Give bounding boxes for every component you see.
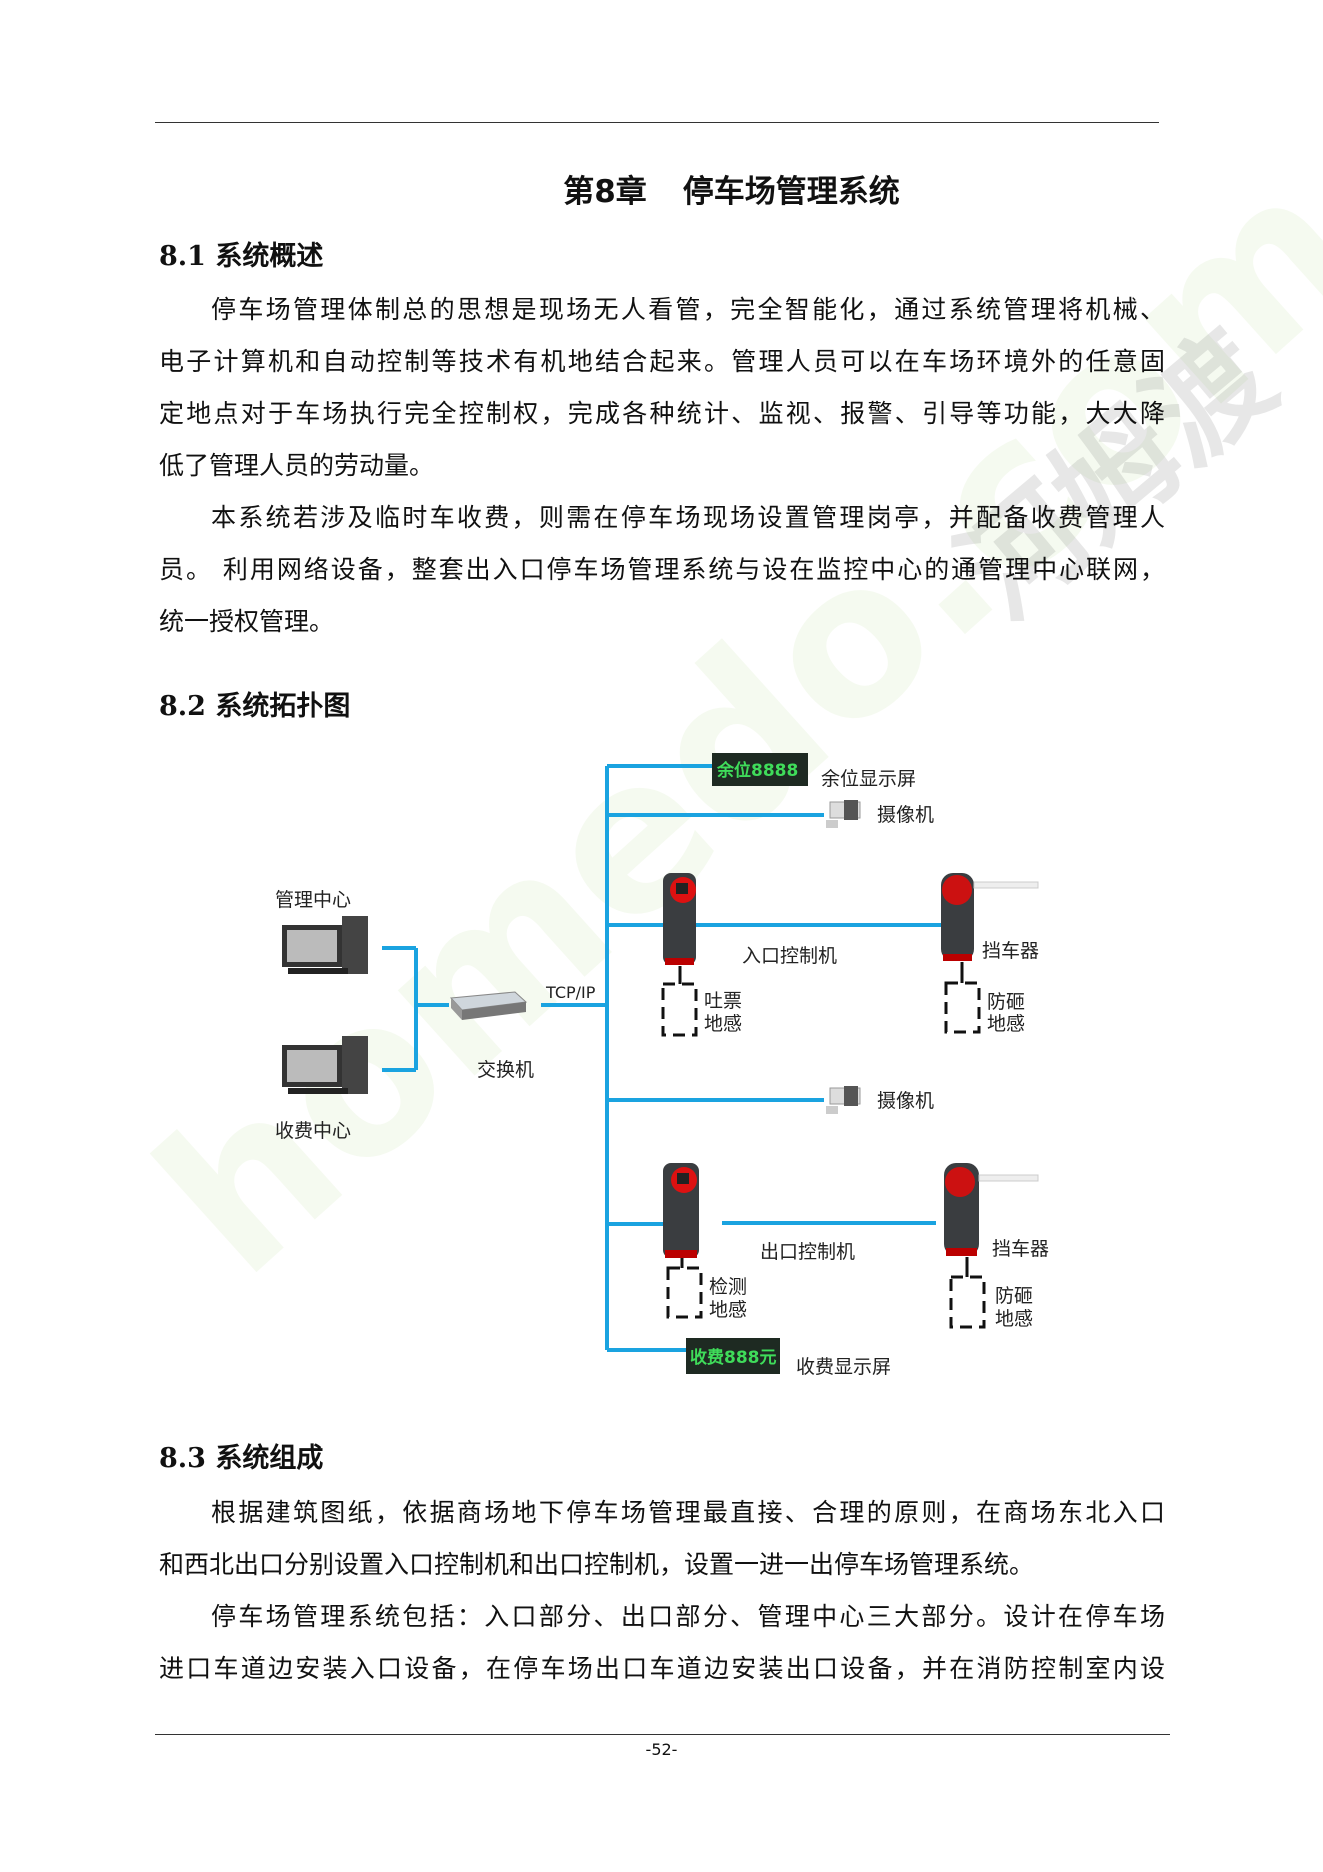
camera-label: 摄像机 <box>877 1090 934 1112</box>
management-center-label: 管理中心 <box>275 889 351 911</box>
loop-label: 地感 <box>987 1013 1025 1035</box>
computer-icon <box>282 1036 368 1094</box>
fee-display-icon <box>686 1338 780 1374</box>
paragraph-line: 根据建筑图纸，依据商场地下停车场管理最直接、合理的原则，在商场东北入口 <box>211 1498 1165 1527</box>
page-number: -52- <box>645 1740 678 1759</box>
loop-label: 检测 <box>709 1276 747 1298</box>
toll-center-label: 收费中心 <box>275 1120 351 1142</box>
paragraph-line: 电子计算机和自动控制等技术有机地结合起来。管理人员可以在车场环境外的任意固 <box>159 347 1165 376</box>
barrier-icon <box>941 873 1039 961</box>
section-heading: 8.3 系统组成 <box>159 1443 324 1474</box>
camera-label: 摄像机 <box>877 804 934 826</box>
chapter-name: 停车场管理系统 <box>682 174 900 210</box>
footer-rule <box>155 1734 1170 1735</box>
header-rule <box>155 122 1159 123</box>
paragraph-line: 进口车道边安装入口设备，在停车场出口车道边安装出口设备，并在消防控制室内设 <box>159 1654 1165 1683</box>
switch-label: 交换机 <box>477 1059 534 1081</box>
space-display-icon <box>712 753 808 786</box>
paragraph-line: 和西北出口分别设置入口控制机和出口控制机，设置一进一出停车场管理系统。 <box>159 1550 1035 1579</box>
barrier-icon <box>944 1163 1039 1256</box>
switch-icon <box>449 991 528 1020</box>
paragraph-line: 停车场管理体制总的思想是现场无人看管，完全智能化，通过系统管理将机械、 <box>211 295 1165 324</box>
section-heading: 8.2 系统拓扑图 <box>159 691 351 722</box>
chapter-title: 第8章停车场管理系统 <box>0 166 1323 211</box>
space-display-label: 余位显示屏 <box>821 768 916 790</box>
loop-label: 吐票 <box>704 990 742 1012</box>
fee-display-label: 收费显示屏 <box>796 1356 891 1378</box>
barrier-label: 挡车器 <box>992 1238 1049 1260</box>
paragraph-line: 统一授权管理。 <box>159 607 335 636</box>
barrier-label: 挡车器 <box>982 940 1039 962</box>
topology-diagram: 管理中心 收费中心 交换机 TCP/IP 余位8888 余位显示屏 摄像机 摄像… <box>275 753 1049 1378</box>
section-heading: 8.1 系统概述 <box>159 241 324 272</box>
paragraph-line: 停车场管理系统包括：入口部分、出口部分、管理中心三大部分。设计在停车场 <box>211 1602 1165 1631</box>
computer-icon <box>282 916 368 974</box>
loop-connectors <box>678 962 969 1277</box>
space-display-screen: 余位8888 <box>716 760 798 781</box>
camera-icon <box>826 1086 861 1114</box>
loop-label: 地感 <box>704 1013 742 1035</box>
network-lines <box>382 764 944 1352</box>
exit-controller-icon <box>663 1163 699 1258</box>
paragraph-line: 定地点对于车场执行完全控制权，完成各种统计、监视、报警、引导等功能，大大降 <box>159 399 1165 428</box>
chapter-number: 第8章 <box>563 174 647 210</box>
camera-icon <box>826 800 861 828</box>
loop-label: 防砸 <box>995 1285 1033 1307</box>
protocol-label: TCP/IP <box>545 983 596 1002</box>
loop-sensor-icon <box>661 981 986 1329</box>
exit-controller-label: 出口控制机 <box>760 1241 855 1263</box>
paragraph-line: 本系统若涉及临时车收费，则需在停车场现场设置管理岗亭，并配备收费管理人 <box>211 503 1165 532</box>
loop-label: 地感 <box>995 1308 1033 1330</box>
loop-label: 防砸 <box>987 991 1025 1013</box>
fee-display-screen: 收费888元 <box>690 1347 777 1368</box>
entry-controller-icon <box>663 873 696 965</box>
paragraph-line: 低了管理人员的劳动量。 <box>159 451 435 480</box>
paragraph-line: 员。 利用网络设备，整套出入口停车场管理系统与设在监控中心的通管理中心联网， <box>159 555 1165 584</box>
loop-label: 地感 <box>709 1299 747 1321</box>
entry-controller-label: 入口控制机 <box>742 945 837 967</box>
